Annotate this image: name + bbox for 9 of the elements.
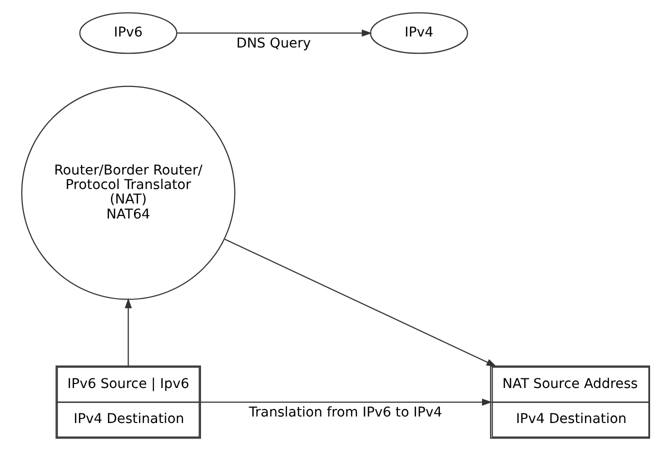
edge-label: DNS Query — [236, 35, 310, 52]
arrow — [224, 238, 496, 367]
arrow — [124, 298, 132, 366]
node-circle: Router/Border Router/ Protocol Translator (NAT) NAT64 — [20, 86, 235, 300]
node-ellipse: IPv4 — [370, 12, 468, 54]
arrow — [176, 30, 372, 37]
node-ellipse: IPv6 — [78, 12, 177, 54]
edge-label: Translation from IPv6 to IPv4 — [248, 404, 442, 420]
arrow — [200, 398, 492, 406]
